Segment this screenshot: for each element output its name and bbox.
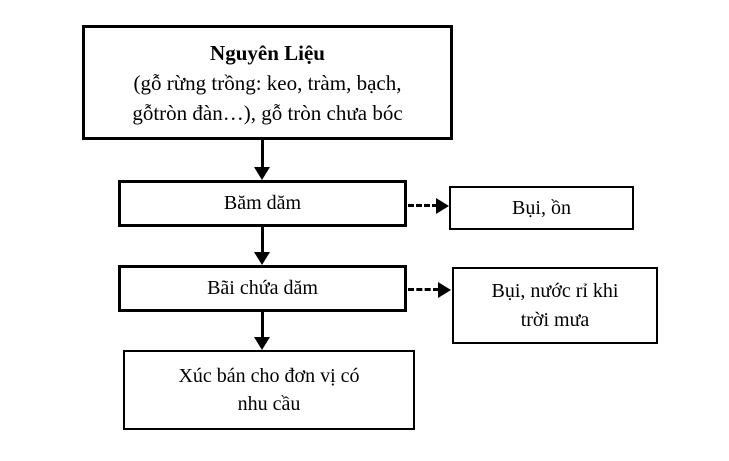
arrow-chipping-to-chipyard-head (254, 252, 270, 265)
node-chipping: Băm dăm (118, 180, 407, 227)
node-sell: Xúc bán cho đơn vị có nhu cầu (123, 350, 415, 430)
arrow-rawmaterial-to-chipping-line (261, 140, 264, 169)
node-dust-noise: Bụi, ồn (449, 186, 634, 230)
arrow-chipyard-to-sell-head (254, 337, 270, 350)
node-chip-yard: Bãi chứa dăm (118, 265, 407, 312)
dashed-arrow-chipyard-to-dustleachate-head (438, 282, 451, 298)
node-sell-line2: nhu cầu (237, 393, 301, 415)
dashed-arrow-chipping-to-dustnoise-head (436, 198, 449, 214)
node-raw-material: Nguyên Liệu (gỗ rừng trồng: keo, tràm, b… (82, 25, 453, 140)
node-dust-leachate-line1: Bụi, nước rỉ khi (491, 280, 619, 303)
node-raw-material-line2: (gỗ rừng trồng: keo, tràm, bạch, (133, 71, 402, 96)
node-dust-leachate: Bụi, nước rỉ khi trời mưa (452, 267, 658, 344)
node-raw-material-line3: gỗtròn đàn…), gỗ tròn chưa bóc (132, 101, 403, 126)
node-chip-yard-label: Bãi chứa dăm (207, 277, 318, 300)
node-dust-noise-label: Bụi, ồn (512, 196, 571, 219)
arrow-rawmaterial-to-chipping-head (254, 167, 270, 180)
node-sell-line1: Xúc bán cho đơn vị có (178, 364, 360, 387)
arrow-chipping-to-chipyard-line (261, 227, 264, 254)
arrow-chipyard-to-sell-line (261, 312, 264, 339)
node-dust-leachate-line2: trời mưa (520, 308, 590, 331)
dashed-arrow-chipyard-to-dustleachate-line (408, 288, 439, 291)
node-raw-material-title: Nguyên Liệu (210, 40, 325, 65)
dashed-arrow-chipping-to-dustnoise-line (408, 204, 438, 207)
node-chipping-label: Băm dăm (223, 192, 302, 215)
